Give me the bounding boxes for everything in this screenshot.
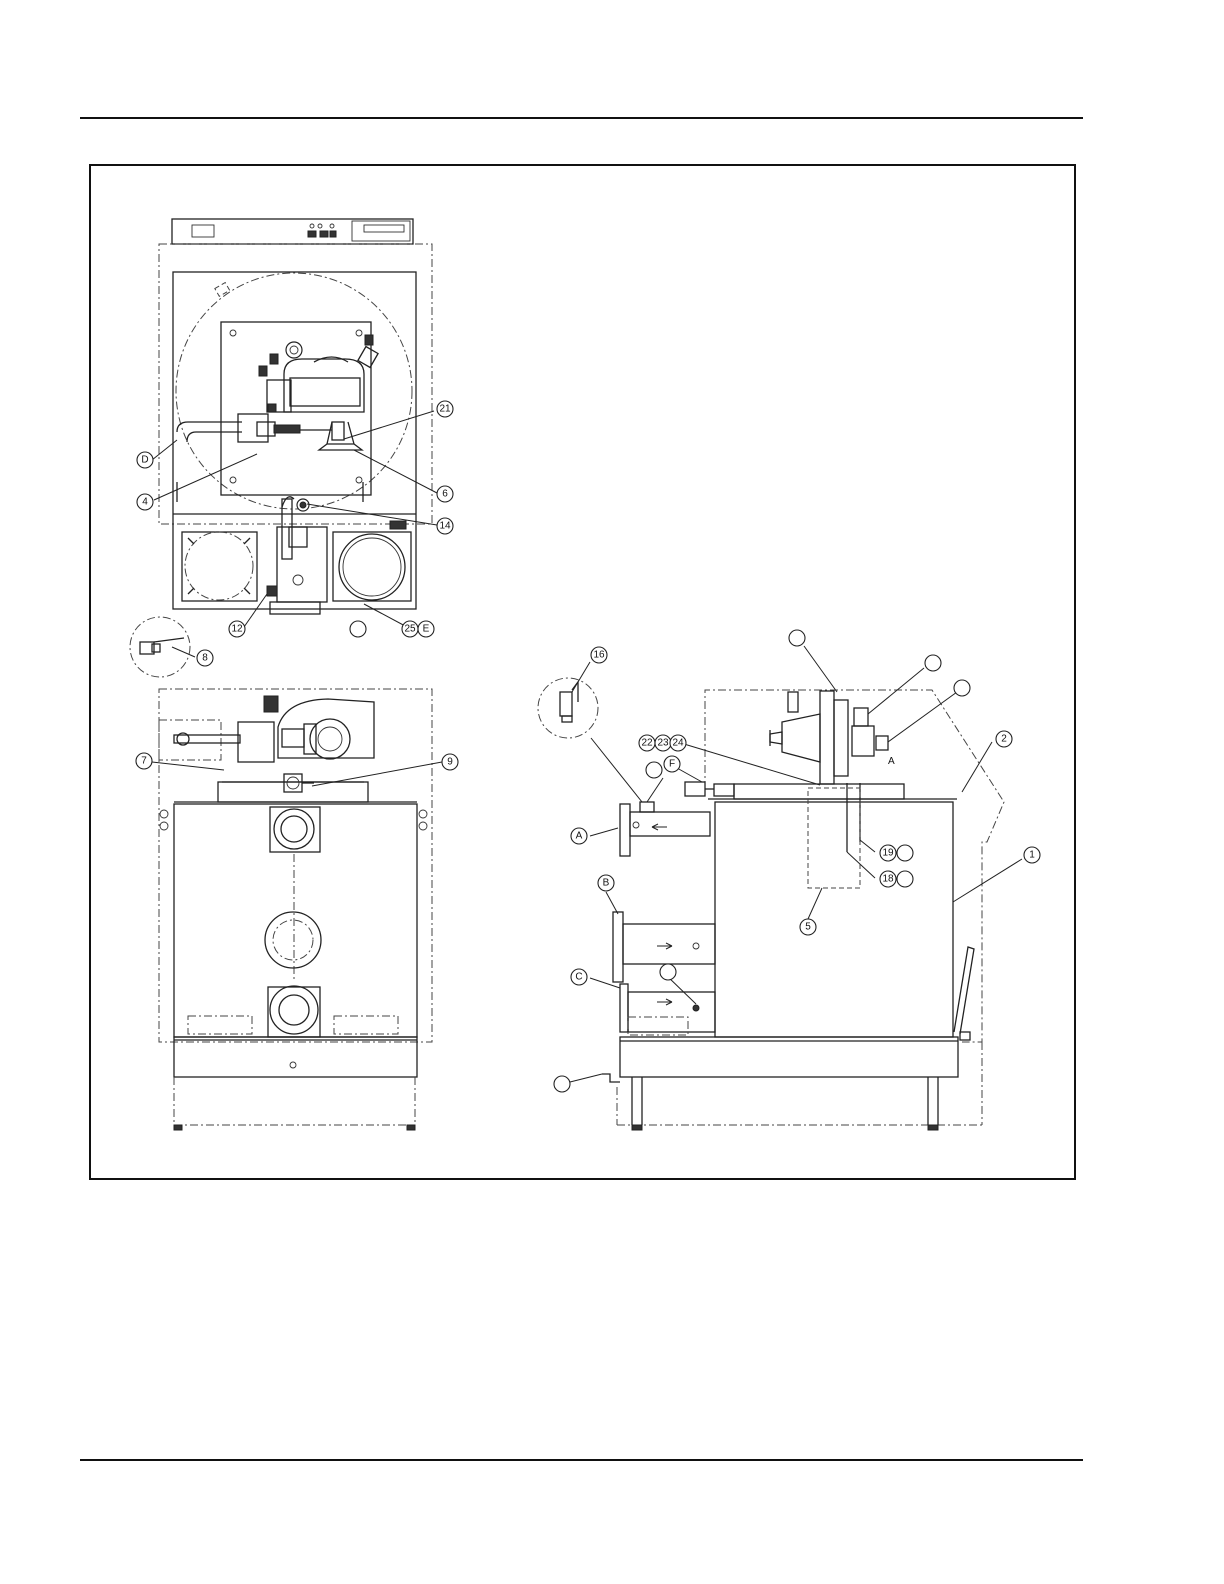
- equipment-assembly-drawing: 21 D 6 4 14 12 25 E 8 7 9 16 22 23 24 2 …: [91, 166, 1078, 1182]
- callout-4: 4: [137, 494, 153, 510]
- view-note-a: A: [888, 756, 895, 767]
- svg-text:19: 19: [882, 848, 894, 859]
- callout-blank-right: [954, 680, 970, 696]
- callout-7: 7: [136, 753, 152, 769]
- detail-16: [538, 678, 598, 738]
- svg-text:6: 6: [442, 489, 448, 500]
- callout-5: 5: [800, 919, 816, 935]
- front-view: [159, 689, 432, 1130]
- callout-A: A: [571, 828, 587, 844]
- figure-frame: 21 D 6 4 14 12 25 E 8 7 9 16 22 23 24 2 …: [89, 164, 1076, 1180]
- svg-text:2: 2: [1001, 734, 1007, 745]
- callout-23: 23: [655, 735, 671, 751]
- callout-24: 24: [670, 735, 686, 751]
- svg-text:7: 7: [141, 756, 147, 767]
- callout-18: 18: [880, 871, 896, 887]
- callout-21: 21: [437, 401, 453, 417]
- callout-12: 12: [229, 621, 245, 637]
- callout-blank-base: [554, 1076, 570, 1092]
- callout-6: 6: [437, 486, 453, 502]
- callout-22: 22: [639, 735, 655, 751]
- svg-text:C: C: [575, 972, 582, 983]
- callout-C: C: [571, 969, 587, 985]
- callout-9: 9: [442, 754, 458, 770]
- callout-blank-left: [350, 621, 366, 637]
- svg-text:16: 16: [593, 650, 605, 661]
- side-view: [602, 690, 1004, 1130]
- svg-text:23: 23: [657, 738, 669, 749]
- callout-1: 1: [1024, 847, 1040, 863]
- svg-text:12: 12: [231, 624, 243, 635]
- svg-text:14: 14: [439, 521, 451, 532]
- svg-text:1: 1: [1029, 850, 1035, 861]
- callout-blank-upper-right: [925, 655, 941, 671]
- header-rule: [80, 117, 1083, 119]
- svg-text:8: 8: [202, 653, 208, 664]
- top-view: [159, 219, 432, 614]
- callout-blank-18: [897, 871, 913, 887]
- callout-F: F: [664, 756, 680, 772]
- callout-16: 16: [591, 647, 607, 663]
- callout-25: 25: [402, 621, 418, 637]
- callout-blank-lower: [660, 964, 676, 980]
- svg-text:B: B: [603, 878, 610, 889]
- svg-text:24: 24: [672, 738, 684, 749]
- svg-text:21: 21: [439, 404, 451, 415]
- callout-8: 8: [197, 650, 213, 666]
- svg-text:25: 25: [404, 624, 416, 635]
- svg-text:5: 5: [805, 922, 811, 933]
- footer-rule: [80, 1459, 1083, 1461]
- svg-text:E: E: [423, 624, 430, 635]
- detail-8: [130, 617, 190, 677]
- svg-text:F: F: [669, 759, 675, 770]
- callout-blank-top: [789, 630, 805, 646]
- callout-blank-mid: [646, 762, 662, 778]
- callout-19: 19: [880, 845, 896, 861]
- callout-2: 2: [996, 731, 1012, 747]
- svg-text:18: 18: [882, 874, 894, 885]
- svg-text:D: D: [141, 455, 148, 466]
- svg-text:A: A: [576, 831, 583, 842]
- callout-blank-19: [897, 845, 913, 861]
- svg-text:22: 22: [641, 738, 653, 749]
- svg-text:4: 4: [142, 497, 148, 508]
- callout-E: E: [418, 621, 434, 637]
- svg-text:9: 9: [447, 757, 453, 768]
- callout-14: 14: [437, 518, 453, 534]
- callout-B: B: [598, 875, 614, 891]
- callout-D: D: [137, 452, 153, 468]
